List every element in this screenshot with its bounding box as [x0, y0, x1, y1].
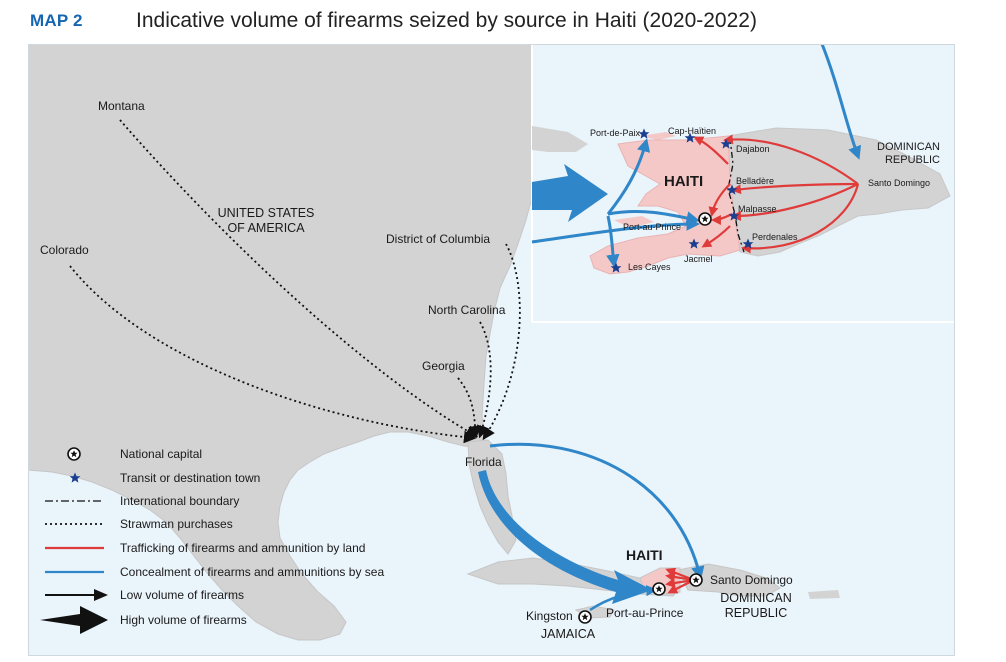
puerto-rico-land — [808, 590, 840, 599]
inset-land-routes — [693, 134, 860, 254]
inset-land-route-cap — [693, 136, 729, 165]
label-montana: Montana — [98, 99, 145, 113]
inset-boundary — [727, 137, 745, 253]
label-dajabon: Dajabon — [736, 144, 770, 154]
inset-land-route-perdenales — [741, 183, 860, 254]
inset-gonave — [614, 216, 654, 228]
map-canvas: Montana Colorado UNITED STATES OF AMERIC… — [28, 44, 955, 656]
inset-map: Port-de-Paix Cap-Haïtien Dajabon Belladè… — [531, 44, 955, 323]
label-usa-line2: OF AMERICA — [227, 221, 305, 235]
map-frame: Montana Colorado UNITED STATES OF AMERIC… — [28, 44, 955, 656]
legend-item-transit-town: Transit or destination town — [69, 471, 260, 485]
legend-item-land-trafficking: Trafficking of firearms and ammunition b… — [45, 541, 365, 555]
legend-item-national-capital: National capital — [67, 447, 202, 461]
legend-item-sea-concealment: Concealment of firearms and ammunitions … — [45, 565, 384, 579]
inset-sea-route-sd — [820, 44, 862, 160]
label-perdenales: Perdenales — [752, 232, 798, 242]
legend-item-high-volume: High volume of firearms — [40, 606, 247, 634]
legend-item-international-boundary: International boundary — [45, 494, 239, 508]
map-border — [28, 44, 955, 656]
label-inset-santo-domingo: Santo Domingo — [868, 178, 930, 188]
inset-port-au-prince-capital-icon — [698, 212, 712, 226]
label-georgia: Georgia — [422, 359, 465, 373]
label-port-de-paix: Port-de-Paix — [590, 128, 641, 138]
inset-sea-route-portdepaix — [606, 138, 651, 215]
label-jacmel: Jacmel — [684, 254, 713, 264]
santo-domingo-capital-icon — [689, 573, 703, 587]
label-cap-haitien: Cap-Haïtien — [668, 126, 716, 136]
label-dr-main-line2: REPUBLIC — [725, 606, 788, 620]
inset-tortuga — [640, 132, 676, 140]
legend-item-strawman: Strawman purchases — [45, 517, 233, 531]
label-malpasse: Malpasse — [738, 204, 777, 214]
label-dc: District of Columbia — [386, 232, 490, 246]
label-inset-dr-line1: DOMINICAN — [877, 141, 940, 153]
label-haiti-main: HAITI — [626, 547, 663, 563]
legend: National capital Transit or destination … — [40, 447, 384, 634]
route-nc-florida — [476, 321, 492, 439]
label-usa-line1: UNITED STATES — [218, 206, 315, 220]
legend-label: International boundary — [120, 494, 239, 508]
route-florida-haiti-high — [478, 470, 652, 604]
label-inset-dr-line2: REPUBLIC — [885, 154, 940, 166]
north-america-land — [28, 44, 534, 641]
inset-sea-route-lescayes — [606, 215, 620, 269]
legend-label: Concealment of firearms and ammunitions … — [120, 565, 384, 579]
national-capital-icon — [67, 447, 81, 461]
inset-cuba — [532, 126, 588, 152]
legend-label: High volume of firearms — [120, 613, 247, 627]
route-florida-dr — [489, 442, 705, 580]
map-number: MAP 2 — [30, 11, 83, 30]
label-dr-main-line1: DOMINICAN — [720, 591, 792, 605]
legend-item-low-volume: Low volume of firearms — [45, 588, 244, 602]
route-dc-florida — [482, 243, 521, 441]
label-inset-port-au-prince: Port-au-Prince — [623, 222, 681, 232]
map-title: Indicative volume of firearms seized by … — [136, 9, 757, 32]
inset-land-route-malpasse — [731, 183, 859, 221]
map-header: MAP 2 Indicative volume of firearms seiz… — [30, 6, 757, 36]
inset-sea-route-pap2 — [531, 217, 701, 244]
route-georgia-florida — [457, 377, 481, 439]
route-kingston-haiti — [589, 584, 658, 612]
thick-arrow-icon — [40, 606, 108, 634]
label-inset-haiti: HAITI — [664, 173, 703, 190]
legend-label: Transit or destination town — [120, 471, 260, 485]
label-santo-domingo-main: Santo Domingo — [710, 573, 793, 587]
legend-label: National capital — [120, 447, 202, 461]
label-jamaica: JAMAICA — [541, 627, 596, 641]
port-au-prince-capital-icon — [652, 582, 666, 596]
label-north-carolina: North Carolina — [428, 303, 506, 317]
legend-label: Strawman purchases — [120, 517, 233, 531]
sea-routes-main — [478, 442, 705, 612]
label-belladere: Belladère — [736, 176, 774, 186]
strawman-routes — [69, 119, 521, 444]
label-florida: Florida — [465, 455, 502, 469]
inset-sea-route-high — [532, 164, 608, 222]
label-kingston: Kingston — [526, 609, 573, 623]
kingston-capital-icon — [578, 610, 592, 624]
inset-land-route-pap — [708, 183, 731, 217]
label-colorado: Colorado — [40, 243, 89, 257]
inset-land-route-jacmel — [701, 225, 731, 248]
inset-land-route-belladere — [731, 182, 859, 195]
legend-label: Low volume of firearms — [120, 588, 244, 602]
label-les-cayes: Les Cayes — [628, 262, 671, 272]
legend-label: Trafficking of firearms and ammunition b… — [120, 541, 365, 555]
thin-arrow-icon — [45, 589, 108, 601]
inset-land-route-dajabon — [723, 134, 859, 185]
label-port-au-prince-main: Port-au-Prince — [606, 606, 684, 620]
